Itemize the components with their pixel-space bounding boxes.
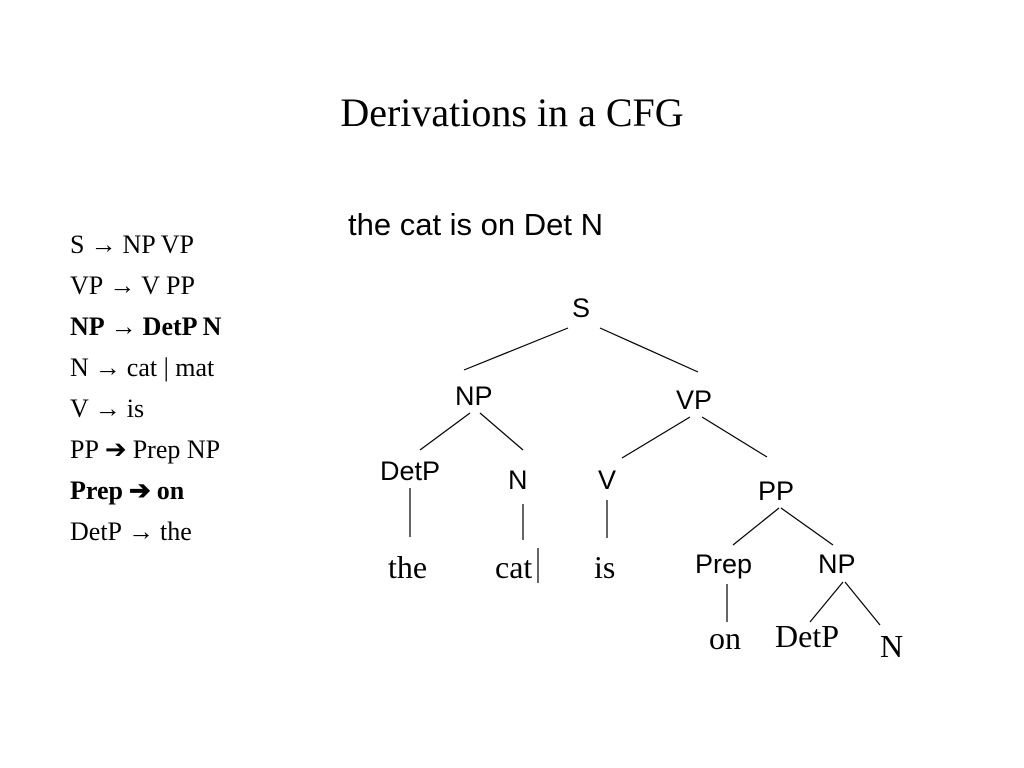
rule-lhs: Prep xyxy=(70,476,123,505)
grammar-rule: DetP→the xyxy=(70,519,221,560)
tree-leaf-the: the xyxy=(388,549,428,585)
tree-node-s: S xyxy=(572,293,591,323)
rule-arrow-icon: → xyxy=(109,271,136,300)
rule-rhs: DetP N xyxy=(142,312,222,341)
rule-arrow-icon: ➔ xyxy=(128,476,151,505)
tree-node-v: V xyxy=(598,465,617,495)
grammar-rule: NP→DetP N xyxy=(70,314,221,355)
edge-pp-np xyxy=(780,507,834,546)
rule-lhs: N xyxy=(70,353,89,382)
rule-lhs: DetP xyxy=(70,517,122,546)
tree-leaf-on: on xyxy=(709,620,741,656)
grammar-rules: S→NP VP VP→V PP NP→DetP N N→cat | mat V→… xyxy=(70,232,221,560)
tree-node-np: NP xyxy=(455,381,493,411)
rule-arrow-icon: ➔ xyxy=(104,435,127,464)
grammar-rule: VP→V PP xyxy=(70,273,221,314)
edge-np-n xyxy=(479,412,524,451)
tree-leaf-is: is xyxy=(594,549,616,585)
derived-sentence: the cat is on Det N xyxy=(348,207,604,242)
grammar-rule: V→is xyxy=(70,396,221,437)
rule-lhs: V xyxy=(70,394,89,423)
rule-rhs: V PP xyxy=(141,271,195,300)
grammar-rule: Prep➔on xyxy=(70,478,221,519)
rule-arrow-icon: → xyxy=(94,394,121,423)
rule-rhs: cat | mat xyxy=(126,353,215,382)
edge-np-detp xyxy=(419,412,471,451)
edge-pp-prep xyxy=(732,507,780,546)
edge-vp-pp xyxy=(701,416,768,458)
tree-node-n-2: N xyxy=(880,628,904,664)
edge-s-np xyxy=(463,327,569,371)
edge-vp-v xyxy=(621,416,691,459)
tree-node-prep: Prep xyxy=(695,549,753,579)
edge-np-detp2 xyxy=(809,581,844,623)
rule-arrow-icon: → xyxy=(128,517,154,546)
grammar-rule: PP➔Prep NP xyxy=(70,437,221,478)
rule-rhs: NP VP xyxy=(122,230,195,259)
tree-node-vp: VP xyxy=(676,385,713,415)
tree-leaf-detp: DetP xyxy=(775,618,839,654)
tree-node-pp: PP xyxy=(758,476,795,506)
rule-rhs: the xyxy=(160,517,192,546)
grammar-rule: S→NP VP xyxy=(70,232,221,273)
rule-arrow-icon: → xyxy=(94,353,121,382)
edge-np-n2 xyxy=(844,581,881,626)
rule-lhs: NP xyxy=(70,312,105,341)
tree-leaf-cat: cat xyxy=(495,549,533,585)
rule-rhs: on xyxy=(156,476,185,505)
rule-lhs: S xyxy=(70,230,85,259)
grammar-rule: N→cat | mat xyxy=(70,355,221,396)
rule-rhs: is xyxy=(126,394,145,423)
tree-node-np-2: NP xyxy=(818,549,856,579)
rule-lhs: PP xyxy=(70,435,99,464)
rule-arrow-icon: → xyxy=(110,312,137,341)
rule-arrow-icon: → xyxy=(90,230,117,259)
slide-title: Derivations in a CFG xyxy=(340,90,684,135)
edge-s-vp xyxy=(599,327,699,373)
rule-rhs: Prep NP xyxy=(132,435,221,464)
tree-node-n: N xyxy=(508,465,528,495)
tree-node-detp: DetP xyxy=(380,456,441,486)
rule-lhs: VP xyxy=(70,271,104,300)
